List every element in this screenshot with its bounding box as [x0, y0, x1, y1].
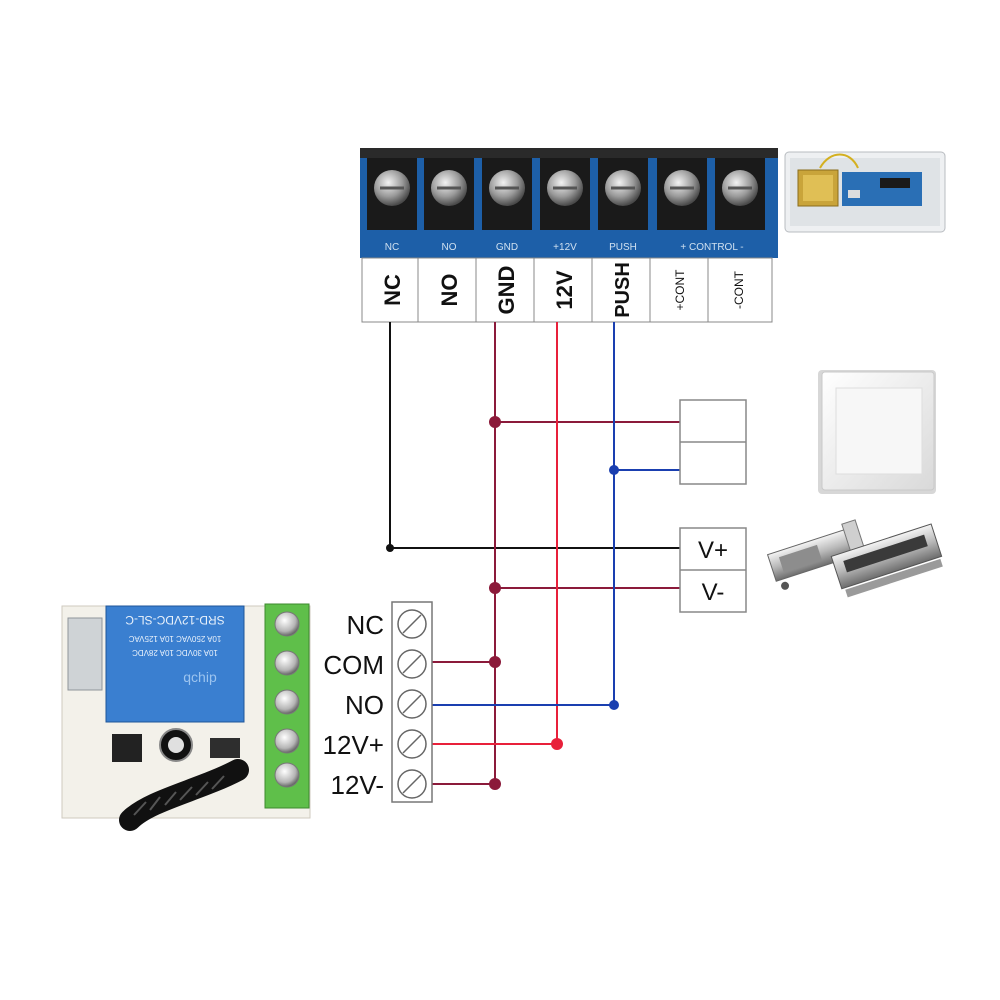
pcb-board-icon	[842, 172, 922, 206]
exit-button-terminal-box	[679, 399, 747, 485]
terminal-label-row: NC NO GND 12V PUSH +CONT -CONT	[361, 257, 773, 323]
junction-dot	[489, 582, 501, 594]
relay-screw-5	[397, 769, 427, 799]
junction-dot	[551, 738, 563, 750]
lock-label-v-plus: V+	[698, 537, 728, 564]
chip-icon	[112, 734, 142, 762]
strip-label-push: PUSH	[609, 242, 637, 253]
terminal-screw-2	[424, 158, 474, 230]
relay-screw-2	[397, 649, 427, 679]
junction-dot	[609, 700, 619, 710]
terminal-label-nc: NC	[380, 274, 405, 306]
wire-12v-red	[430, 322, 558, 745]
relay-icon	[105, 605, 245, 723]
relay-label-12v-plus: 12V+	[323, 730, 384, 760]
relay-terminal-strip	[391, 601, 433, 803]
terminal-screw-5	[598, 158, 648, 230]
terminal-label-12v: 12V	[552, 270, 577, 309]
strip-label-control: + CONTROL -	[680, 242, 743, 253]
terminal-screw-6	[657, 158, 707, 230]
power-supply-terminal-block: NC NO GND +12V PUSH + CONTROL - NC NO GN…	[360, 148, 778, 323]
strip-label-no: NO	[442, 242, 457, 253]
crystal-icon	[67, 617, 103, 691]
watermark-text: qchip	[183, 669, 217, 685]
relay-screw-3	[397, 689, 427, 719]
relay-text-rating-dc: 10A 30VDC 10A 28VDC	[132, 648, 218, 657]
relay-label-12v-minus: 12V-	[331, 770, 385, 800]
antenna-coil-icon	[119, 759, 249, 831]
relay-label-com: COM	[323, 650, 384, 680]
strip-label-gnd: GND	[496, 242, 518, 253]
terminal-screw-4	[540, 158, 590, 230]
wire-nc-black	[389, 322, 680, 549]
terminal-label-push: PUSH	[612, 262, 634, 318]
terminal-label-minus-cont: -CONT	[732, 270, 746, 309]
relay-label-no: NO	[345, 690, 384, 720]
terminal-label-plus-cont: +CONT	[673, 269, 687, 311]
lock-terminal-box: V+ V-	[679, 527, 747, 613]
relay-label-nc: NC	[346, 610, 384, 640]
wall-switch-image	[818, 370, 936, 494]
junction-dot	[489, 778, 501, 790]
relay-screw-4	[397, 729, 427, 759]
terminal-screws	[367, 158, 765, 230]
junction-dot	[489, 416, 501, 428]
wires	[389, 322, 680, 785]
junction-dot	[386, 544, 394, 552]
terminal-label-gnd: GND	[494, 266, 519, 315]
lock-label-v-minus: V-	[702, 579, 725, 606]
magnetic-lock-icon	[830, 523, 943, 598]
strip-label-12v: +12V	[553, 242, 577, 253]
junction-dot	[609, 465, 619, 475]
relay-text-model: SRD-12VDC-SL-C	[125, 613, 225, 627]
junction-dots	[386, 416, 619, 790]
terminal-strip-labels: NC NO GND +12V PUSH + CONTROL -	[385, 242, 744, 253]
relay-module-image: SRD-12VDC-SL-C 10A 250VAC 10A 125VAC 10A…	[61, 603, 311, 831]
power-supply-unit-image	[784, 151, 946, 233]
junction-dot	[489, 656, 501, 668]
relay-screw-1	[397, 609, 427, 639]
relay-text-rating-ac: 10A 250VAC 10A 125VAC	[128, 634, 221, 643]
strip-label-nc: NC	[385, 242, 399, 253]
terminal-block-top-edge	[360, 148, 778, 158]
wire-push-blue	[430, 322, 615, 706]
terminal-screw-7	[715, 158, 765, 230]
relay-terminal-labels: NC COM NO 12V+ 12V-	[323, 610, 384, 800]
switch-rocker-icon	[835, 387, 923, 475]
electric-bolt-lock-icon	[766, 519, 869, 590]
terminal-label-no: NO	[437, 274, 462, 307]
terminal-screw-3	[482, 158, 532, 230]
terminal-screw-1	[367, 158, 417, 230]
lock-images	[766, 519, 943, 598]
